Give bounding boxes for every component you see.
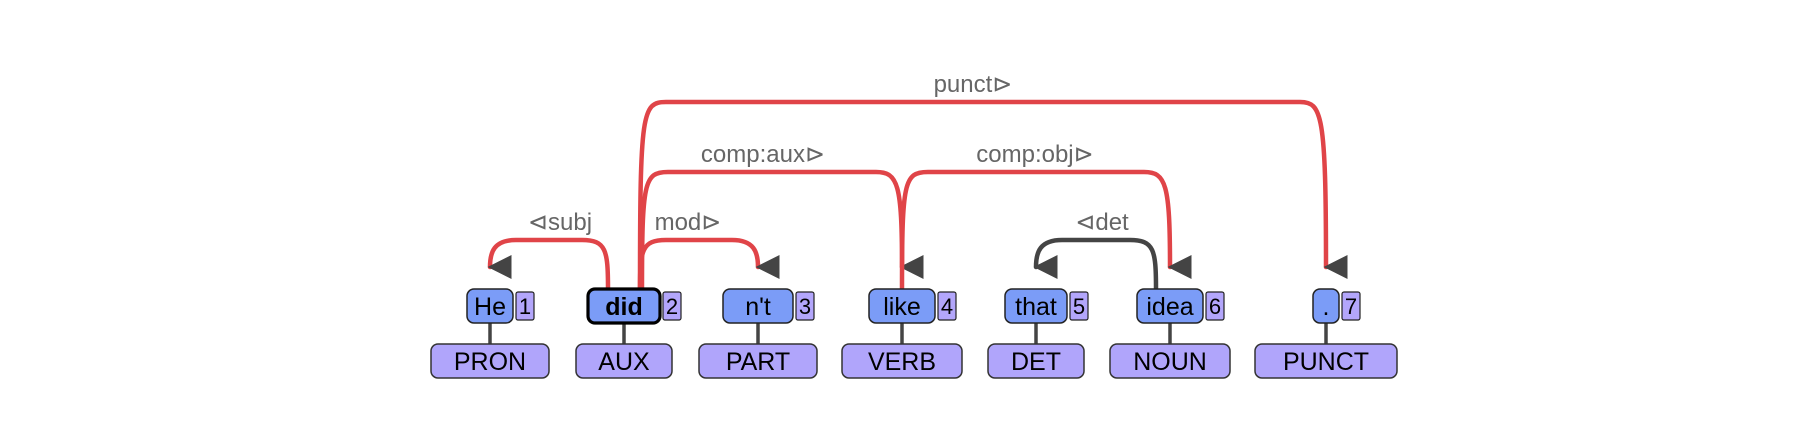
- arc-path: [1033, 237, 1159, 292]
- pos-label: VERB: [868, 348, 936, 376]
- index-label: 6: [1209, 294, 1221, 319]
- arc-path: [637, 237, 780, 292]
- arc-4-6: comp:obj⊳: [899, 141, 1192, 292]
- index-box: [1341, 291, 1361, 321]
- pos-label: PART: [726, 348, 790, 376]
- word-label: did: [605, 293, 643, 321]
- word-box: [466, 288, 514, 324]
- pos-label: PRON: [454, 348, 526, 376]
- arc-label: comp:aux⊳: [701, 141, 825, 168]
- arc-2-7: punct⊳: [637, 71, 1348, 292]
- word-label: like: [883, 293, 921, 321]
- index-box: [515, 291, 535, 321]
- index-box: [1069, 291, 1089, 321]
- pos-box: [1254, 343, 1398, 379]
- arc-path: [899, 169, 1192, 292]
- word-label: .: [1323, 293, 1330, 321]
- word-label: idea: [1146, 293, 1193, 321]
- arcs-layer: ⊲subj mod⊳ comp:aux⊳ punct⊳ comp:obj⊳ ⊲det: [487, 71, 1348, 292]
- arc-6-5: ⊲det: [1033, 209, 1159, 292]
- pos-label: NOUN: [1133, 348, 1207, 376]
- pos-box: [987, 343, 1085, 379]
- arc-2-4: comp:aux⊳: [639, 141, 924, 292]
- index-label: 7: [1345, 294, 1357, 319]
- word-box: [1136, 288, 1204, 324]
- index-label: 3: [799, 294, 811, 319]
- word-box: [722, 288, 794, 324]
- index-box: [795, 291, 815, 321]
- arc-label: comp:obj⊳: [976, 141, 1094, 168]
- arc-path: [487, 237, 611, 292]
- arc-label: mod⊳: [655, 209, 722, 236]
- pos-box: [575, 343, 673, 379]
- index-label: 5: [1073, 294, 1085, 319]
- pos-label: PUNCT: [1283, 348, 1369, 376]
- pos-box: [841, 343, 963, 379]
- word-box: [868, 288, 936, 324]
- arc-path: [637, 99, 1348, 292]
- pos-box: [1109, 343, 1231, 379]
- arc-2-3: mod⊳: [637, 209, 780, 292]
- index-box: [1205, 291, 1225, 321]
- arc-path: [639, 169, 924, 292]
- arc-label: ⊲subj: [528, 209, 592, 236]
- word-label: that: [1015, 293, 1057, 321]
- index-label: 4: [941, 294, 953, 319]
- word-box: [1004, 288, 1068, 324]
- word-box: [1312, 288, 1340, 324]
- pos-box: [698, 343, 818, 379]
- arc-label: punct⊳: [934, 71, 1013, 98]
- index-box: [662, 291, 682, 321]
- index-label: 1: [519, 294, 531, 319]
- pos-box: [430, 343, 550, 379]
- root-word-box: [586, 287, 662, 325]
- pos-label: DET: [1011, 348, 1061, 376]
- index-box: [937, 291, 957, 321]
- word-label: He: [474, 293, 506, 321]
- word-label: n't: [745, 293, 771, 321]
- arc-2-1: ⊲subj: [487, 209, 611, 292]
- index-label: 2: [666, 294, 678, 319]
- pos-label: AUX: [598, 348, 650, 376]
- arc-label: ⊲det: [1075, 209, 1129, 236]
